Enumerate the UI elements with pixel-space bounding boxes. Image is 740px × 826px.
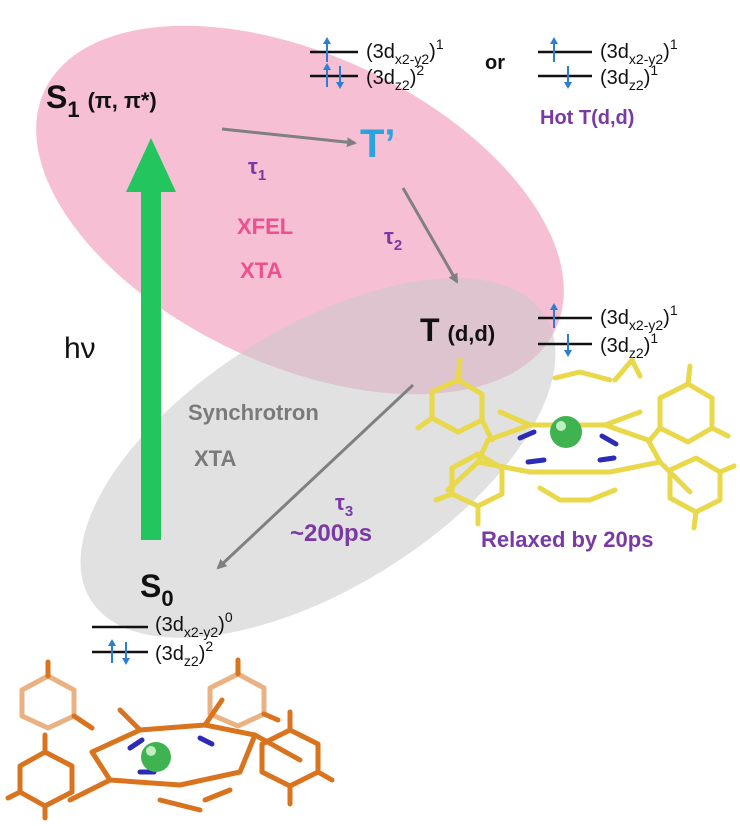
synchrotron-ellipse [80, 278, 556, 638]
xfel-label: XFEL [237, 214, 293, 239]
hot-t-orbital-diagram: (3dx2-y2)1 (3dz2)1 [538, 36, 678, 93]
svg-text:(3dx2-y2)1: (3dx2-y2)1 [366, 36, 444, 67]
tau3-arrow [216, 383, 415, 570]
spin-up-icon [550, 37, 558, 62]
t-state-orbital-diagram: (3dx2-y2)1 (3dz2)1 [538, 302, 678, 361]
xfel-xta-label: XTA [240, 258, 282, 283]
svg-text:(3dx2-y2)1: (3dx2-y2)1 [600, 36, 678, 67]
spin-up-icon [323, 63, 331, 87]
s0-state-label: S0 [140, 568, 174, 611]
tau3-label: τ3 [335, 490, 353, 520]
metal-atom-icon [141, 742, 171, 772]
hv-label: hν [64, 332, 96, 365]
tau2-arrow [401, 187, 459, 284]
svg-text:(3dx2-y2)1: (3dx2-y2)1 [600, 302, 678, 333]
synchrotron-label: Synchrotron [188, 400, 319, 425]
spin-down-icon [564, 66, 572, 89]
spin-down-icon [122, 642, 130, 665]
metal-atom-icon [550, 416, 582, 448]
relaxed-molecule-nitrogens [517, 429, 619, 465]
spin-up-icon [550, 303, 558, 328]
s0-orbital-diagram: (3dx2-y2)0 (3dz2)2 [92, 609, 233, 669]
spin-up-icon [108, 639, 116, 663]
metal-atom-highlight [146, 746, 156, 756]
tau1-label: τ1 [248, 154, 266, 184]
svg-text:(3dx2-y2)0: (3dx2-y2)0 [155, 609, 233, 640]
tau1-arrow [221, 127, 357, 148]
spin-down-icon [336, 66, 344, 89]
t-state-label: T(d,d) [420, 312, 495, 348]
ground-molecule-nitrogens [127, 735, 215, 775]
metal-atom-highlight [556, 421, 566, 431]
s1-state-label: S1(π, π*) [46, 79, 157, 122]
t-prime-label: T’ [360, 122, 396, 166]
svg-text:(3dz2)1: (3dz2)1 [600, 330, 658, 361]
relaxed-caption: Relaxed by 20ps [481, 527, 653, 552]
synchrotron-xta-label: XTA [194, 446, 236, 471]
spin-down-icon [564, 334, 572, 357]
or-label: or [485, 52, 505, 74]
svg-text:(3dz2)1: (3dz2)1 [600, 62, 658, 93]
hot-t-label: Hot T(d,d) [540, 107, 634, 129]
excitation-arrow [126, 138, 176, 540]
ground-state-molecule-icon [5, 657, 335, 821]
t-prime-orbital-diagram: (3dx2-y2)1 (3dz2)2 [310, 36, 444, 93]
svg-text:(3dz2)2: (3dz2)2 [366, 62, 424, 93]
spin-up-icon [323, 37, 331, 62]
tau3-time-label: ~200ps [290, 520, 372, 547]
tau2-label: τ2 [384, 224, 402, 254]
svg-text:(3dz2)2: (3dz2)2 [155, 638, 213, 669]
